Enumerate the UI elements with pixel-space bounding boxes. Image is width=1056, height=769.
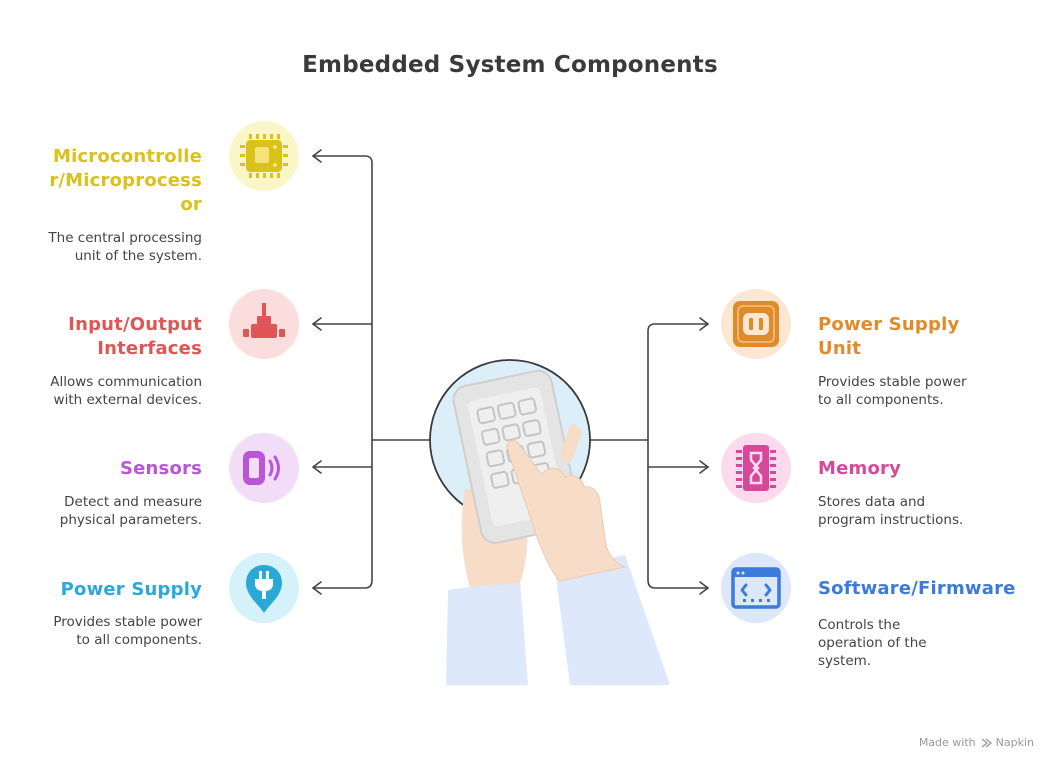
right-sleeve [555, 555, 670, 685]
description-io-interfaces: Allows communication with external devic… [50, 374, 202, 408]
left-sleeve [446, 580, 528, 685]
description-software-firmware: Controls the operation of the system. [818, 617, 927, 669]
arrowhead-power-supply [312, 581, 322, 595]
heading-io-interfaces: Input/Output Interfaces [68, 314, 202, 359]
right-thumb [560, 424, 582, 465]
network-port-icon [229, 289, 299, 359]
heading-software-firmware: Software/Firmware [818, 578, 1016, 599]
description-power-supply-unit: Provides stable power to all components. [818, 374, 967, 408]
sensor-signal-icon [229, 433, 299, 503]
right-hand [506, 440, 627, 582]
code-window-icon [721, 553, 791, 623]
footer-watermark: Made with Napkin [919, 736, 1034, 749]
heading-sensors: Sensors [119, 458, 202, 479]
heading-memory: Memory [818, 458, 902, 479]
chip-board-icon [229, 121, 299, 191]
description-sensors: Detect and measure physical parameters. [59, 494, 202, 528]
hands-keypad-illustration [429, 359, 670, 685]
power-outlet-icon [721, 289, 791, 359]
left-vertical-line [312, 155, 373, 589]
footer-brand: Napkin [995, 736, 1034, 749]
memory-chip-icon [721, 433, 791, 503]
heading-microcontroller: Microcontrolle r/Microprocess or [49, 146, 202, 215]
arrowhead-sensors [312, 460, 322, 474]
arrowhead-psu [699, 317, 709, 331]
arrowhead-memory [699, 460, 709, 474]
footer-made-with: Made with [918, 736, 976, 749]
description-memory: Stores data and program instructions. [818, 494, 964, 528]
arrowhead-microcontroller [312, 149, 322, 163]
diagram-title: Embedded System Components [302, 52, 718, 78]
heading-power-supply-unit: Power Supply Unit [818, 314, 960, 359]
arrowhead-software [699, 581, 709, 595]
description-power-supply: Provides stable power to all components. [53, 614, 202, 648]
napkin-logo-icon [981, 737, 992, 748]
arrowhead-io [312, 317, 322, 331]
description-microcontroller: The central processing unit of the syste… [48, 230, 202, 264]
power-plug-icon [229, 553, 299, 623]
right-vertical-line [647, 323, 709, 589]
heading-power-supply: Power Supply [60, 579, 202, 600]
